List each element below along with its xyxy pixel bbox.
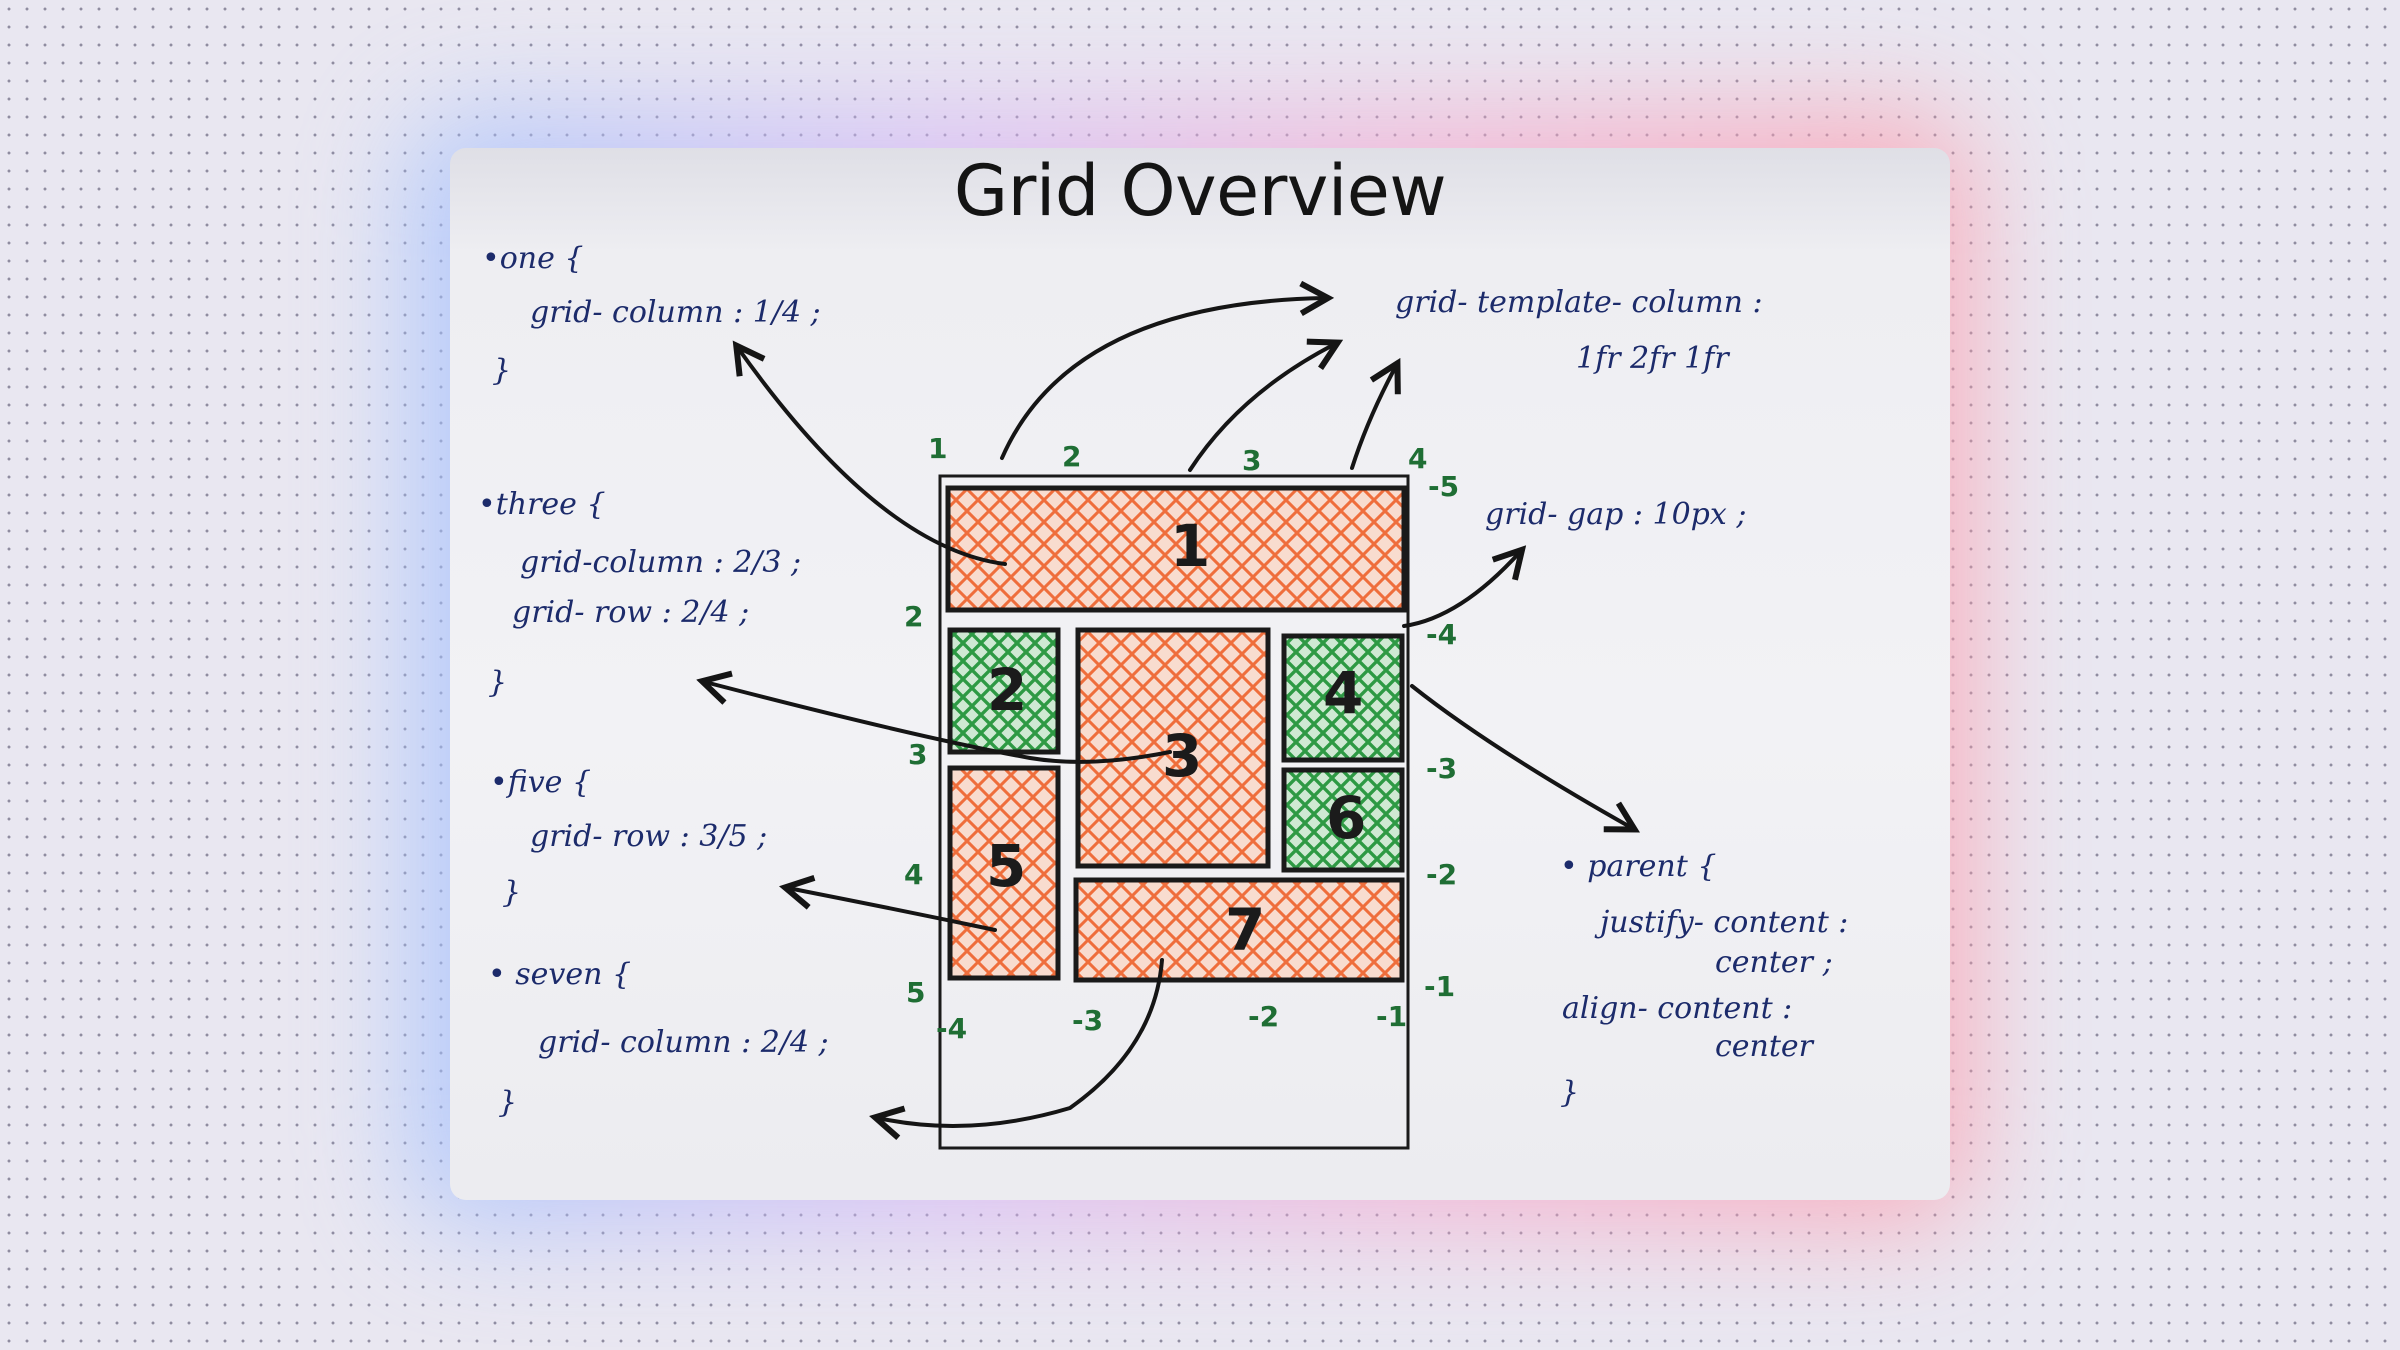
arrow-gap — [1402, 552, 1520, 628]
note-gap-line1: grid- gap : 10px ; — [1485, 497, 1747, 532]
arrow-template-col3 — [1350, 366, 1396, 470]
cell-label-6: 6 — [1326, 784, 1366, 852]
note-parent-close: } — [1560, 1075, 1580, 1110]
note-five-selector: •five { — [490, 765, 592, 800]
cell-label-1: 1 — [1170, 512, 1210, 580]
note-one-line1: grid- column : 1/4 ; — [530, 295, 821, 330]
neg-col-4: -4 — [936, 1012, 967, 1045]
diagram-card: Grid Overview •one { grid- column : 1/4 … — [450, 148, 1950, 1200]
cell-label-2: 2 — [987, 656, 1027, 724]
note-template-line1: grid- template- column : — [1395, 285, 1763, 320]
row-line-3: 3 — [908, 738, 927, 771]
note-three-line2: grid- row : 2/4 ; — [512, 595, 750, 630]
row-line-4: 4 — [904, 858, 923, 891]
neg-col-2: -2 — [1248, 1000, 1279, 1033]
note-parent-line3: align- content : — [1562, 991, 1793, 1026]
arrow-template-col2 — [1188, 344, 1335, 472]
grid-cell-5 — [947, 765, 1061, 981]
note-seven-selector: • seven { — [488, 957, 632, 992]
note-parent-selector: • parent { — [1560, 849, 1717, 884]
neg-row-3: -3 — [1426, 752, 1457, 785]
grid-cell-7 — [1073, 877, 1405, 983]
col-line-2: 2 — [1062, 440, 1081, 473]
cell-label-4: 4 — [1323, 659, 1363, 727]
note-seven-line1: grid- column : 2/4 ; — [538, 1025, 829, 1060]
grid-cell-3 — [1075, 627, 1271, 869]
neg-row-1: -1 — [1424, 970, 1455, 1003]
cell-label-7: 7 — [1225, 896, 1265, 964]
arrow-seven — [878, 958, 1164, 1126]
neg-col-3: -3 — [1072, 1004, 1103, 1037]
page-title: Grid Overview — [953, 150, 1447, 232]
arrow-template-col1 — [1000, 298, 1325, 460]
grid-cell-4 — [1281, 633, 1405, 763]
neg-col-1: -1 — [1376, 1000, 1407, 1033]
row-line-2: 2 — [904, 600, 923, 633]
arrow-three — [705, 682, 1172, 764]
grid-diagram: 1 2 3 4 5 6 7 1 2 3 4 2 3 4 5 -4 -3 -2 -… — [450, 148, 1950, 1150]
grid-container — [938, 474, 1410, 1150]
arrow-parent — [1410, 684, 1632, 828]
row-line-5: 5 — [906, 976, 925, 1009]
cell-label-3: 3 — [1162, 722, 1202, 790]
col-line-4: 4 — [1408, 442, 1427, 475]
neg-row-4: -4 — [1426, 618, 1457, 651]
col-line-1: 1 — [928, 432, 947, 465]
note-one-close: } — [492, 353, 512, 388]
arrow-five — [788, 888, 997, 932]
col-line-3: 3 — [1242, 444, 1261, 477]
grid-cell-6 — [1281, 767, 1405, 873]
note-seven-close: } — [498, 1085, 518, 1120]
note-template-line2: 1fr 2fr 1fr — [1576, 341, 1729, 376]
note-three-close: } — [488, 665, 508, 700]
cell-label-5: 5 — [986, 832, 1026, 900]
note-five-line1: grid- row : 3/5 ; — [530, 819, 768, 854]
neg-row-5: -5 — [1428, 470, 1459, 503]
note-parent-line2: center ; — [1715, 945, 1833, 980]
note-parent-line4: center — [1715, 1029, 1814, 1064]
neg-row-2: -2 — [1426, 858, 1457, 891]
note-parent-line1: justify- content : — [1600, 905, 1849, 940]
note-five-close: } — [502, 875, 522, 910]
note-three-selector: •three { — [478, 487, 606, 522]
arrow-one — [738, 348, 1007, 566]
note-three-line1: grid-column : 2/3 ; — [520, 545, 802, 580]
note-one-selector: •one { — [482, 241, 584, 276]
